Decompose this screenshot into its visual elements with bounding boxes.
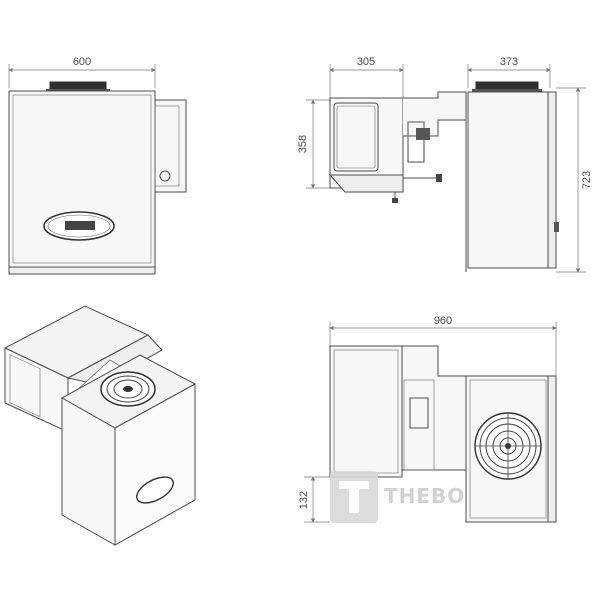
logo-badge-inner <box>47 214 111 238</box>
front-width-dimension: 600 <box>8 56 156 88</box>
right-side-fitting <box>554 222 559 232</box>
evaporator-door <box>333 102 379 172</box>
bottom-evaporator <box>329 345 403 478</box>
display-panel-icon <box>65 221 95 230</box>
right-view: 373 723 <box>465 56 593 273</box>
bottom-offset-label: 132 <box>298 491 310 509</box>
front-width-label: 600 <box>73 56 91 68</box>
bottom-offset-dimension: 132 <box>298 476 330 523</box>
iso-condenser-front <box>114 383 196 546</box>
right-top-lid <box>475 81 539 91</box>
right-side-panel <box>547 91 557 269</box>
watermark: THEBO <box>330 471 465 523</box>
side-depth-label: 305 <box>357 56 375 68</box>
evaporator-door-inner <box>336 105 376 169</box>
watermark-text: THEBO <box>384 484 465 508</box>
right-width-dimension: 373 <box>467 56 551 88</box>
right-height-label: 723 <box>581 171 593 189</box>
evaporator-box <box>329 97 404 189</box>
bottom-width-label: 960 <box>434 315 452 327</box>
side-height-dimension: 358 <box>297 99 330 189</box>
right-height-dimension: 723 <box>556 87 593 273</box>
wall-channel <box>403 91 467 137</box>
isometric-view <box>3 305 197 546</box>
right-top-lid-base <box>472 89 542 92</box>
right-body <box>467 91 551 269</box>
front-body-inset <box>12 94 152 264</box>
drain-fitting <box>392 198 398 203</box>
front-base <box>8 266 156 275</box>
front-view: 600 <box>8 56 187 275</box>
side-view: 305 358 <box>297 56 467 203</box>
channel-bracket <box>407 121 425 163</box>
bottom-width-dimension: 960 <box>329 315 557 376</box>
bottom-channel-bracket <box>409 397 429 429</box>
top-lid <box>49 81 107 91</box>
side-box-inset <box>154 105 180 187</box>
channel-clamp <box>416 128 430 140</box>
iso-evaporator-door <box>9 354 41 418</box>
right-width-label: 373 <box>500 56 518 68</box>
side-depth-dimension: 305 <box>329 56 404 98</box>
bottom-condenser-side <box>547 375 557 523</box>
iso-logo-badge <box>136 476 174 504</box>
side-box <box>154 99 187 193</box>
pipe-end <box>436 174 442 182</box>
side-height-label: 358 <box>297 135 309 153</box>
drip-tray <box>328 174 404 193</box>
side-valve-icon <box>159 170 171 182</box>
bottom-view: 960 132 <box>298 315 557 523</box>
